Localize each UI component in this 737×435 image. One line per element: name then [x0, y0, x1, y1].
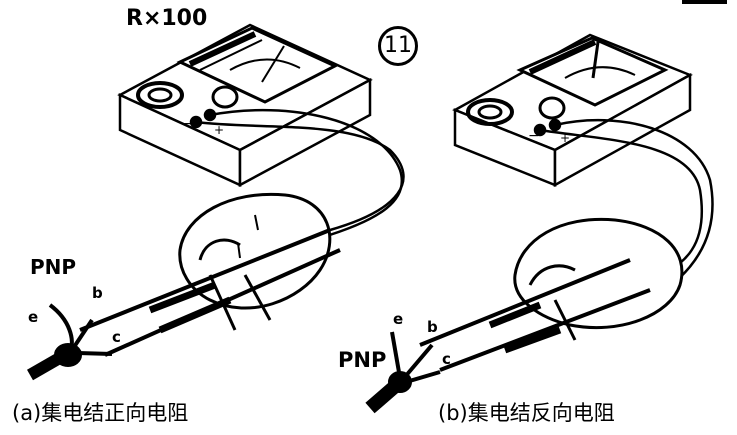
- panel-b-base-label: b: [427, 318, 438, 336]
- panel-b-collector-label: c: [442, 350, 451, 368]
- figure-number: 11: [378, 26, 418, 66]
- panel-b-type-label: PNP: [338, 348, 387, 372]
- panel-a-emitter-label: e: [28, 308, 39, 326]
- meter-a-icon: − +: [117, 23, 373, 188]
- svg-text:+: +: [560, 131, 570, 145]
- hand-b-icon: [513, 217, 684, 341]
- panel-a-type-label: PNP: [30, 255, 77, 279]
- probes-a-icon: [79, 228, 341, 357]
- meter-b-icon: − +: [452, 33, 693, 188]
- probes-b-icon: [419, 258, 651, 372]
- test-leads-a-icon: [195, 108, 405, 240]
- svg-text:−: −: [528, 128, 540, 144]
- range-setting-label: R×100: [126, 6, 208, 31]
- panel-b-caption: (b)集电结反向电阻: [438, 401, 615, 425]
- transistor-a-icon: [27, 303, 113, 381]
- svg-text:+: +: [214, 123, 224, 137]
- edge-mark: [682, 0, 727, 4]
- svg-text:−: −: [182, 116, 194, 132]
- panel-a-caption: (a)集电结正向电阻: [12, 401, 189, 425]
- transistor-b-icon: [365, 331, 441, 414]
- panel-a-collector-label: c: [112, 328, 121, 346]
- panel-b-emitter-label: e: [393, 310, 404, 328]
- panel-a-base-label: b: [92, 284, 103, 302]
